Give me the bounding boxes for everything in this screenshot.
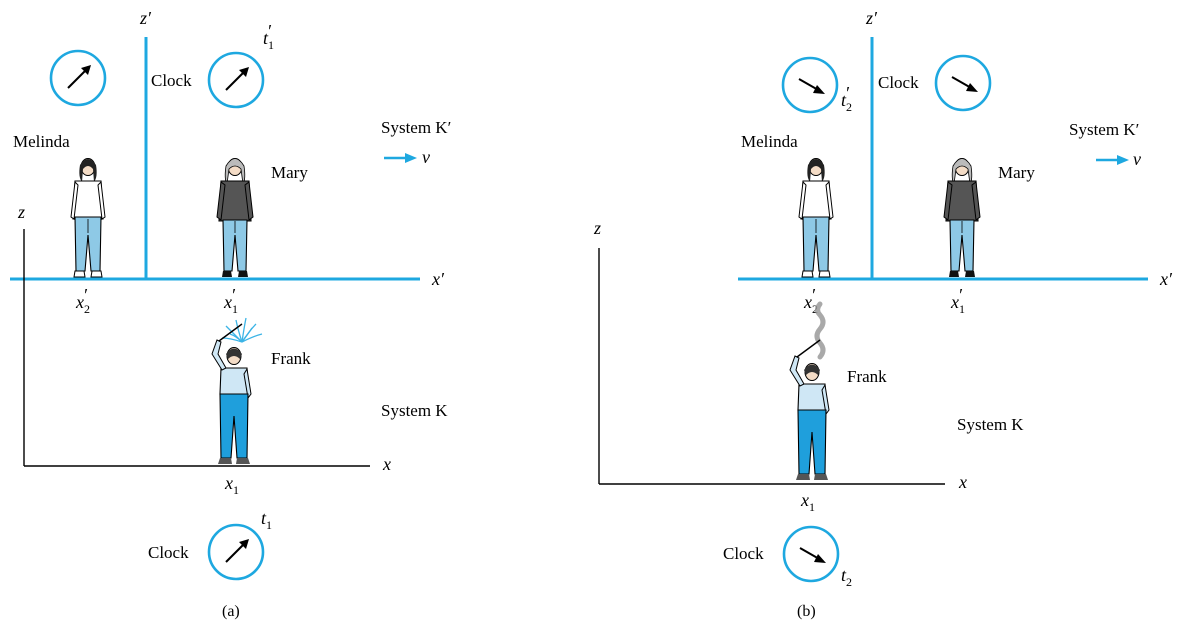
mary-label: Mary — [271, 163, 308, 182]
melinda-label: Melinda — [741, 132, 798, 151]
x-axis-label: x — [958, 472, 967, 492]
panel-b: x′ z′ x z Clock t2′ Melinda Mary System … — [593, 8, 1173, 620]
panel-a: x′ z′ x z Clock t1′ Melinda Mary System … — [10, 8, 451, 620]
person-icon — [789, 339, 830, 481]
x1-label: x1 — [800, 490, 815, 514]
z-axis-label: z — [17, 202, 25, 222]
clock-label-bottom: Clock — [148, 543, 189, 562]
clock-icon — [934, 54, 992, 112]
velocity-arrow-icon — [1096, 155, 1129, 165]
system-k-prime-label: System K′ — [381, 118, 451, 137]
flash-icon — [221, 317, 263, 343]
clock-icon — [49, 49, 107, 107]
person-icon — [211, 323, 252, 465]
person-icon — [798, 157, 834, 278]
z-prime-axis-label: z′ — [139, 8, 152, 28]
system-k-label: System K — [381, 401, 448, 420]
x1-prime-label: x1′ — [223, 285, 238, 316]
velocity-label: v⃗ — [1133, 149, 1155, 169]
time-label-t1-prime: t1′ — [263, 21, 274, 52]
x-prime-axis-label: x′ — [431, 269, 445, 289]
x2-prime-label: x2′ — [75, 285, 90, 316]
caption-b: (b) — [797, 603, 816, 620]
velocity-arrow-icon — [384, 153, 417, 163]
velocity-label: v⃗ — [422, 147, 444, 167]
clock-icon — [207, 51, 265, 109]
clock-icon — [207, 523, 265, 581]
x1-prime-label: x1′ — [950, 285, 965, 316]
x-axis-label: x — [382, 454, 391, 474]
clock-label-top: Clock — [878, 73, 919, 92]
clock-label-bottom: Clock — [723, 544, 764, 563]
clock-icon — [782, 525, 840, 583]
person-icon — [943, 157, 981, 278]
melinda-label: Melinda — [13, 132, 70, 151]
clock-icon — [781, 56, 839, 114]
z-prime-axis-label: z′ — [865, 8, 878, 28]
time-label-t1: t1 — [261, 508, 272, 532]
time-label-t2: t2 — [841, 565, 852, 589]
x1-label: x1 — [224, 473, 239, 497]
smoke-icon — [814, 301, 826, 360]
time-label-t2-prime: t2′ — [841, 83, 852, 114]
caption-a: (a) — [222, 603, 240, 620]
mary-label: Mary — [998, 163, 1035, 182]
x-prime-axis-label: x′ — [1159, 269, 1173, 289]
frank-label: Frank — [847, 367, 887, 386]
person-icon — [70, 157, 106, 278]
system-k-prime-label: System K′ — [1069, 120, 1139, 139]
z-axis-label: z — [593, 218, 601, 238]
frank-label: Frank — [271, 349, 311, 368]
person-icon — [216, 157, 254, 278]
clock-label-top: Clock — [151, 71, 192, 90]
system-k-label: System K — [957, 415, 1024, 434]
